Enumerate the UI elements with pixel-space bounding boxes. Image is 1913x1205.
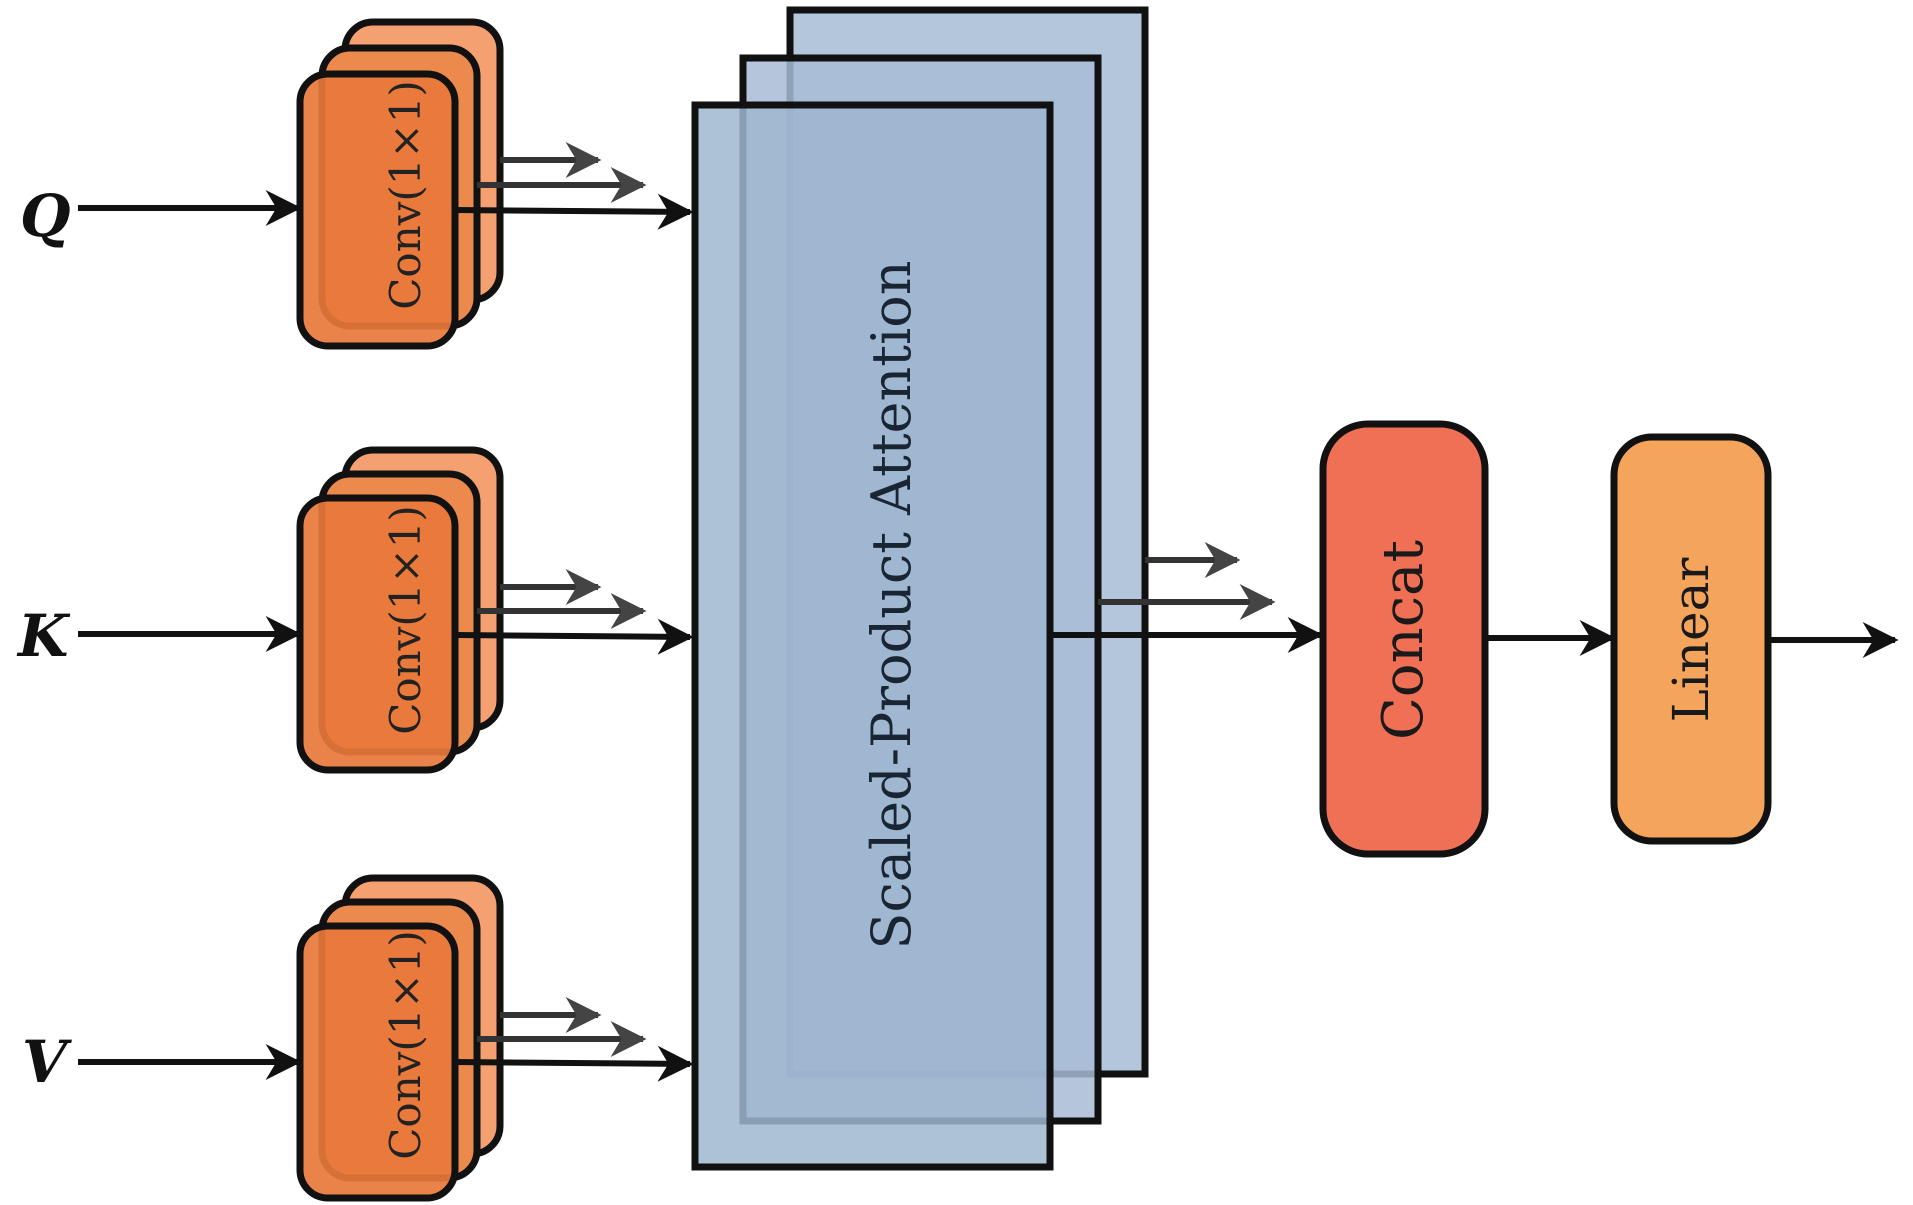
q-conv-label: Conv(1×1) [381,80,430,310]
concat-label: Concat [1371,540,1436,740]
v-conv-stack: Conv(1×1) [296,874,504,1202]
k-conv-stack: Conv(1×1) [296,446,504,774]
linear-block: Linear [1610,433,1772,845]
q-branch: Q Conv(1×1) [20,18,694,350]
k-head-arrow-3 [454,618,694,655]
k-branch: K Conv(1×1) [16,446,694,774]
attention-stack: Scaled-Product Attention [691,6,1149,1171]
attention-layer-front [691,101,1054,1171]
q-input-label: Q [20,182,71,250]
v-branch: V Conv(1×1) [22,874,694,1202]
concat-block: Concat [1319,420,1489,858]
linear-label: Linear [1662,558,1720,723]
v-head-arrow-3 [454,1045,694,1082]
k-input-label: K [16,602,71,670]
v-input-label: V [22,1028,72,1096]
q-conv-stack: Conv(1×1) [296,18,504,350]
q-head-arrow-3 [454,193,694,230]
attention-label: Scaled-Product Attention [860,260,923,949]
v-conv-label: Conv(1×1) [381,930,430,1160]
k-conv-label: Conv(1×1) [381,505,430,735]
